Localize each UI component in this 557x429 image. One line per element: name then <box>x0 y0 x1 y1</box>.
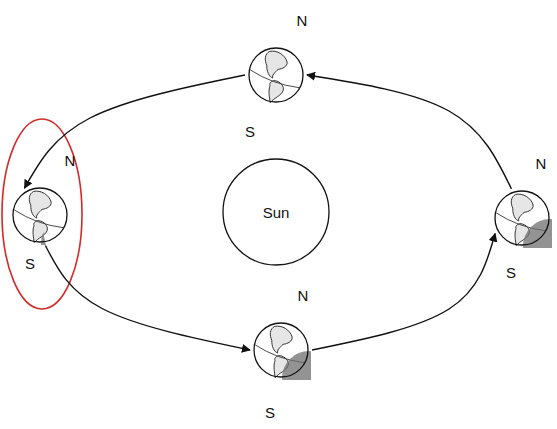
sun-label: Sun <box>263 204 290 221</box>
orbit-arrow <box>307 75 511 189</box>
pole-label: N <box>298 287 309 304</box>
pole-label: N <box>536 155 547 172</box>
highlight-ellipse <box>2 119 82 309</box>
globe-drawing <box>253 322 309 378</box>
globe-drawing <box>12 187 68 243</box>
pole-label: S <box>25 255 35 272</box>
night-shade <box>10 185 46 245</box>
orbit-arrow <box>312 234 495 351</box>
earth-globe: NS <box>248 47 304 103</box>
earth-globe: NS <box>12 187 68 243</box>
sun-circle: Sun <box>222 158 330 266</box>
earth-globe: NS <box>494 190 550 246</box>
earth-globe: NS <box>253 322 309 378</box>
globe-drawing <box>248 47 304 103</box>
pole-label: N <box>65 152 76 169</box>
pole-label: N <box>297 12 308 29</box>
pole-label: S <box>506 264 516 281</box>
night-shade <box>251 320 311 380</box>
night-shade <box>516 188 552 248</box>
pole-label: S <box>245 123 255 140</box>
globe-drawing <box>494 190 550 246</box>
pole-label: S <box>265 404 275 421</box>
orbit-arrow <box>25 75 246 188</box>
orbit-arrow <box>45 246 250 350</box>
